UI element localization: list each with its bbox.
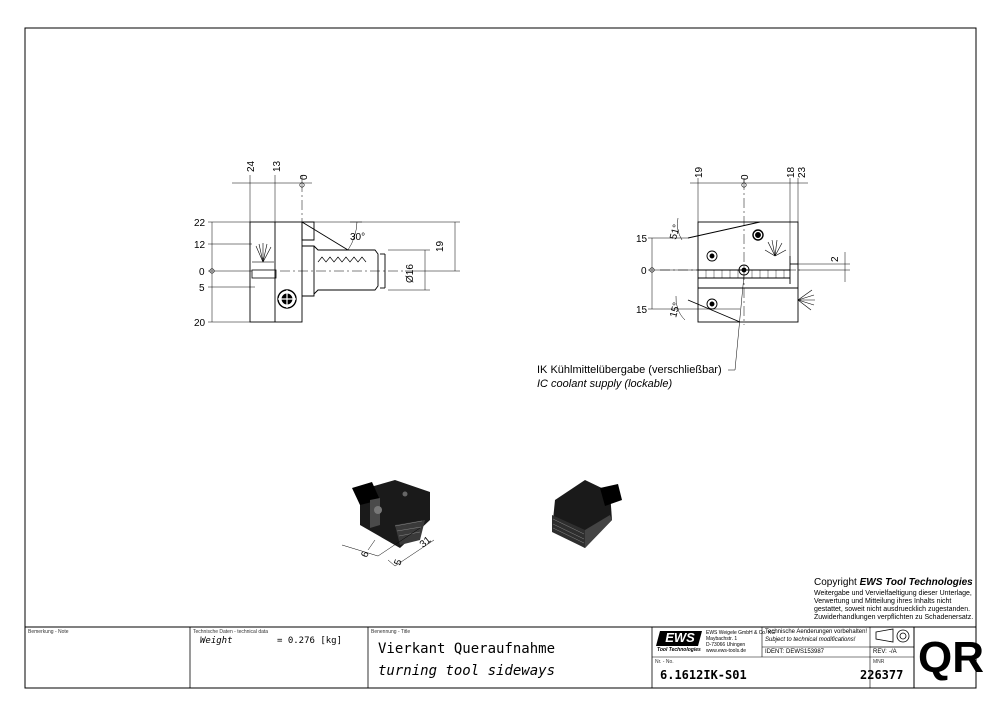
mnr-value: 226377: [860, 668, 904, 682]
right-dim-side-3: 15: [636, 305, 648, 316]
right-view: [660, 180, 815, 325]
right-dim-angle-bottom: 15°: [668, 301, 683, 318]
right-dim-top-2: 0: [740, 174, 751, 180]
left-dim-side-4: 5: [199, 283, 205, 294]
iso-view-left: [352, 480, 430, 548]
iso-dim-1: 6: [359, 550, 371, 559]
left-dim-top-3: 0: [299, 174, 310, 180]
copyright-title: Copyright EWS Tool Technologies: [814, 577, 973, 588]
left-dim-top-1: 24: [246, 160, 257, 172]
iso-view-right: [552, 480, 622, 548]
ident-label: IDENT:: [765, 649, 785, 655]
weight-value: = 0.276 [kg]: [277, 636, 343, 646]
ews-logo: [656, 631, 702, 646]
right-dim-right: 2: [830, 256, 841, 262]
rev-label: REV:: [873, 649, 887, 655]
changes-en: Subject to technical modifications!: [765, 637, 856, 643]
right-dim-angle-top: 51°: [668, 223, 683, 240]
left-view-dims: [208, 175, 460, 323]
qr-label: QR: [918, 633, 984, 682]
copyright-body: Weitergabe und Vervielfaeltigung dieser …: [814, 590, 974, 621]
logo-sub: Tool Technologies: [657, 647, 701, 653]
right-dim-side-2: 0: [641, 266, 647, 277]
left-dim-side-2: 12: [194, 240, 206, 251]
logo-text: EWS: [665, 630, 695, 645]
iso-left-dims: [341, 527, 435, 567]
coolant-note-de: IK Kühlmittelübergabe (verschließbar): [537, 364, 722, 376]
left-dim-top-2: 13: [272, 160, 283, 172]
article-number: 6.1612IK-S01: [660, 668, 747, 682]
left-dim-side-5: 20: [194, 318, 206, 329]
title-de: Vierkant Queraufnahme: [378, 641, 556, 657]
changes-de: Technische Aenderungen vorbehalten!: [765, 629, 868, 635]
right-dim-top-4: 23: [797, 166, 808, 178]
right-dim-top-1: 19: [694, 166, 705, 178]
projection-symbol: [875, 628, 910, 643]
left-dim-diameter: Ø16: [405, 264, 416, 283]
mnr-label: MNR: [873, 659, 885, 665]
right-dim-side-1: 15: [636, 234, 648, 245]
right-view-dims: [648, 178, 850, 371]
coolant-note-en: IC coolant supply (lockable): [537, 378, 673, 390]
techdata-label: Technische Daten - technical data: [193, 629, 269, 635]
company-address: EWS Weigele GmbH & Co. KG Maybachstr. 1 …: [706, 630, 776, 654]
designation-label: Benennung - Title: [371, 629, 411, 635]
left-dim-angle: 30°: [350, 232, 365, 243]
iso-dim-3: 5: [392, 558, 404, 567]
ident-value: DEWS153987: [786, 649, 825, 655]
right-dim-top-3: 18: [786, 166, 797, 178]
left-dim-right: 19: [435, 240, 446, 252]
left-dim-side-3: 0: [199, 267, 205, 278]
no-label: Nr. - No.: [655, 659, 674, 665]
left-view: [249, 182, 405, 323]
rev-value: -/A: [889, 649, 897, 655]
left-dim-side-1: 22: [194, 218, 206, 229]
remark-label: Bemerkung - Note: [28, 629, 69, 635]
title-en: turning tool sideways: [378, 663, 556, 679]
weight-label: Weight: [200, 636, 233, 646]
